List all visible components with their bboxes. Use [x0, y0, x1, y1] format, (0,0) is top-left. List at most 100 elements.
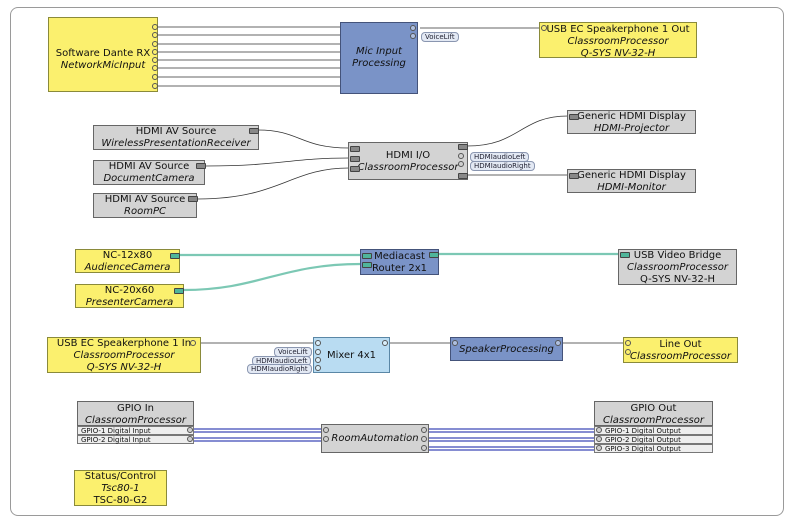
display-projector-block[interactable]: Generic HDMI Display HDMI-Projector: [567, 110, 696, 134]
usb-speaker-in-subtitle: ClassroomProcessor: [73, 350, 175, 361]
gpio-out-pin-2[interactable]: [596, 436, 602, 442]
mixer-in-2[interactable]: [315, 349, 321, 355]
display-projector-port[interactable]: [569, 114, 579, 120]
speaker-processing-block[interactable]: SpeakerProcessing: [450, 337, 563, 361]
mediacast-title: Mediacast: [374, 251, 425, 262]
dante-pin-4[interactable]: [152, 49, 158, 55]
hdmi-source-wireless-port[interactable]: [249, 128, 259, 134]
room-automation-out-3[interactable]: [421, 445, 427, 451]
usb-video-bridge-block[interactable]: USB Video Bridge ClassroomProcessor Q-SY…: [618, 249, 737, 285]
room-automation-block[interactable]: RoomAutomation: [321, 424, 429, 453]
gpio-in-row-2-label: GPIO-2 Digital Input: [81, 436, 151, 444]
display-monitor-title: Generic HDMI Display: [577, 170, 686, 181]
hdmi-source-doc-subtitle: DocumentCamera: [103, 173, 195, 184]
gpio-out-pin-3[interactable]: [596, 445, 602, 451]
status-control-subtitle: Tsc80-1: [101, 483, 140, 494]
hdmi-source-roompc-block[interactable]: HDMI AV Source RoomPC: [93, 193, 197, 218]
hdmi-io-out-2[interactable]: [458, 173, 468, 179]
hdmi-source-wireless-title: HDMI AV Source: [135, 126, 217, 137]
gpio-out-row-1[interactable]: GPIO-1 Digital Output: [594, 426, 713, 435]
room-automation-in-2[interactable]: [323, 436, 329, 442]
hdmi-source-roompc-subtitle: RoomPC: [124, 206, 166, 217]
camera-video-wires: [179, 252, 619, 292]
hdmi-display-wires: [466, 115, 569, 176]
mic-input-out-pin[interactable]: [410, 25, 416, 31]
room-automation-out-1[interactable]: [421, 427, 427, 433]
gpio-in-row-2[interactable]: GPIO-2 Digital Input: [77, 435, 194, 444]
nc-audience-port[interactable]: [170, 253, 180, 259]
line-out-title: Line Out: [659, 339, 702, 350]
mixer-title: Mixer 4x1: [326, 350, 377, 361]
hdmi-source-wireless-block[interactable]: HDMI AV Source WirelessPresentationRecei…: [93, 125, 259, 150]
dante-pin-6[interactable]: [152, 65, 158, 71]
hdmi-io-in-1[interactable]: [350, 146, 360, 152]
mic-input-voicelift-pin[interactable]: [410, 33, 416, 39]
dante-rx-title: Software Dante RX: [55, 48, 151, 59]
nc-presenter-title: NC-20x60: [104, 285, 155, 296]
dante-pin-1[interactable]: [152, 24, 158, 30]
gpio-in-row-1[interactable]: GPIO-1 Digital Input: [77, 426, 194, 435]
mixer-in-1[interactable]: [315, 340, 321, 346]
hdmi-source-doc-title: HDMI AV Source: [108, 161, 190, 172]
mediacast-subtitle: Router 2x1: [372, 263, 427, 274]
hdmi-io-out-1[interactable]: [458, 144, 468, 150]
usb-video-bridge-model: Q-SYS NV-32-H: [640, 274, 715, 285]
speaker-processing-in[interactable]: [452, 340, 458, 346]
nc-audience-block[interactable]: NC-12x80 AudienceCamera: [75, 249, 180, 273]
dante-pin-7[interactable]: [152, 74, 158, 80]
status-control-block[interactable]: Status/Control Tsc80-1 TSC-80-G2: [74, 470, 167, 506]
gpio-in-pin-2[interactable]: [187, 436, 193, 442]
gpio-in-subtitle: ClassroomProcessor: [85, 415, 186, 426]
room-automation-in-1[interactable]: [323, 427, 329, 433]
mediacast-in-2[interactable]: [362, 262, 372, 268]
dante-pin-5[interactable]: [152, 57, 158, 63]
room-automation-out-2[interactable]: [421, 436, 427, 442]
nc-presenter-block[interactable]: NC-20x60 PresenterCamera: [75, 284, 184, 308]
line-out-pin-2[interactable]: [625, 349, 631, 355]
nc-presenter-port[interactable]: [174, 288, 184, 294]
gpio-in-block[interactable]: GPIO In ClassroomProcessor: [77, 401, 194, 426]
mediacast-in-1[interactable]: [362, 253, 372, 259]
mixer-in-3[interactable]: [315, 357, 321, 363]
hdmi-io-in-3[interactable]: [350, 166, 360, 172]
mediacast-block[interactable]: Mediacast Router 2x1: [360, 249, 439, 275]
hdmi-source-doc-block[interactable]: HDMI AV Source DocumentCamera: [93, 160, 205, 185]
usb-speaker-in-pin[interactable]: [190, 340, 196, 346]
gpio-out-row-2[interactable]: GPIO-2 Digital Output: [594, 435, 713, 444]
hdmi-source-roompc-title: HDMI AV Source: [104, 194, 186, 205]
hdmi-io-in-2[interactable]: [350, 156, 360, 162]
line-out-subtitle: ClassroomProcessor: [630, 351, 731, 362]
dante-rx-block[interactable]: Software Dante RX NetworkMicInput: [48, 17, 158, 92]
gpio-in-pin-1[interactable]: [187, 427, 193, 433]
dante-pin-2[interactable]: [152, 32, 158, 38]
line-out-pin-1[interactable]: [625, 340, 631, 346]
mixer-block[interactable]: Mixer 4x1: [313, 337, 390, 373]
dante-pin-3[interactable]: [152, 41, 158, 47]
dante-pin-8[interactable]: [152, 83, 158, 89]
mic-input-title: Mic Input: [356, 46, 402, 57]
mixer-out[interactable]: [382, 340, 388, 346]
hdmi-io-audio-left-pin[interactable]: [458, 153, 464, 159]
usb-video-bridge-port[interactable]: [620, 252, 630, 258]
display-monitor-subtitle: HDMI-Monitor: [597, 182, 666, 193]
usb-speaker-in-block[interactable]: USB EC Speakerphone 1 In ClassroomProces…: [47, 337, 201, 373]
hdmi-io-block[interactable]: HDMI I/O ClassroomProcessor: [348, 142, 468, 180]
line-out-block[interactable]: Line Out ClassroomProcessor: [623, 337, 738, 363]
usb-speaker-out-block[interactable]: USB EC Speakerphone 1 Out ClassroomProce…: [539, 22, 697, 59]
mic-input-block[interactable]: Mic Input Processing: [340, 22, 418, 94]
display-monitor-block[interactable]: Generic HDMI Display HDMI-Monitor: [567, 169, 696, 193]
hdmi-io-audio-right-pin[interactable]: [458, 161, 464, 167]
hdmi-source-roompc-port[interactable]: [188, 196, 198, 202]
hdmi-audio-right-out-tag: HDMIaudioRight: [470, 161, 535, 171]
mixer-in-4[interactable]: [315, 365, 321, 371]
display-monitor-port[interactable]: [569, 173, 579, 179]
gpio-out-block[interactable]: GPIO Out ClassroomProcessor: [594, 401, 713, 426]
speaker-processing-out[interactable]: [555, 340, 561, 346]
mediacast-out[interactable]: [429, 252, 439, 258]
gpio-out-pin-1[interactable]: [596, 427, 602, 433]
gpio-out-row-1-label: GPIO-1 Digital Output: [605, 427, 681, 435]
hdmi-source-doc-port[interactable]: [196, 163, 206, 169]
gpio-out-row-3-label: GPIO-3 Digital Output: [605, 445, 681, 453]
usb-speaker-out-pin[interactable]: [541, 25, 547, 31]
gpio-out-row-3[interactable]: GPIO-3 Digital Output: [594, 444, 713, 453]
